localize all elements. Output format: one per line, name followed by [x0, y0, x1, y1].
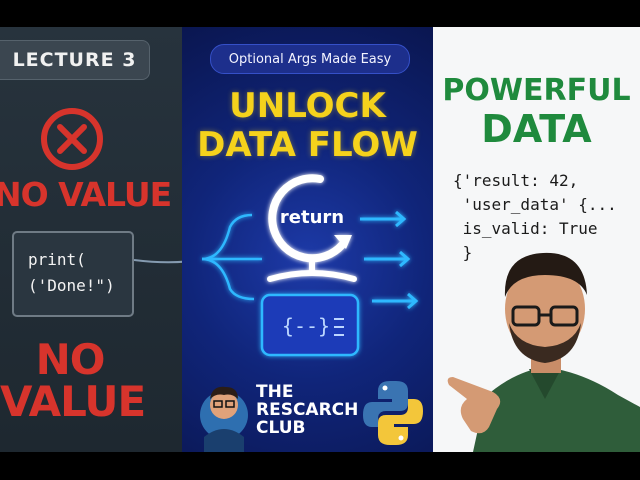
- data-flow-art: return {--}: [200, 174, 423, 452]
- subtitle-pill: Optional Args Made Easy: [210, 44, 410, 74]
- flow-lines: [201, 213, 262, 301]
- return-label: return: [280, 207, 344, 228]
- code-line: {'result: 42,: [453, 171, 579, 190]
- right-panel: POWERFUL DATA {'result: 42, 'user_data' …: [433, 27, 640, 452]
- return-loop-icon: [267, 174, 357, 282]
- dict-code-snippet: {'result: 42, 'user_data' {... is_valid:…: [453, 169, 617, 265]
- value-heading: VALUE: [0, 377, 146, 426]
- middle-panel: Optional Args Made Easy UNLOCK DATA FLOW: [182, 27, 433, 452]
- code-line: }: [453, 243, 473, 262]
- brand-line: THE: [256, 382, 294, 402]
- code-block-icon: {--}: [260, 293, 360, 357]
- pointing-hand-icon: [447, 377, 501, 434]
- print-code-box: print( ('Done!"): [12, 231, 134, 317]
- brand-line: RESCARCH: [256, 400, 359, 420]
- lecture-badge: LECTURE 3: [0, 40, 150, 80]
- brand-line: CLUB: [256, 418, 306, 438]
- code-line: 'user_data' {...: [453, 195, 617, 214]
- thumbnail: LECTURE 3 NO VALUE print( ('Done!") NO V…: [0, 27, 640, 452]
- headline-line-1: UNLOCK: [229, 86, 386, 126]
- data-heading: DATA: [481, 107, 592, 151]
- python-logo-icon: [363, 381, 423, 445]
- code-line: is_valid: True: [453, 219, 598, 238]
- no-value-heading: NO VALUE: [0, 175, 172, 214]
- svg-text:{--}: {--}: [282, 314, 330, 338]
- powerful-heading: POWERFUL: [442, 73, 631, 108]
- arrow-icon: [360, 210, 419, 310]
- x-circle-icon: [41, 108, 103, 170]
- left-panel: LECTURE 3 NO VALUE print( ('Done!") NO V…: [0, 27, 182, 452]
- brand-name: THE RESCARCH CLUB: [256, 383, 358, 437]
- print-line: ('Done!"): [28, 276, 115, 295]
- presenter-photo: [447, 252, 640, 452]
- headline-line-2: DATA FLOW: [197, 125, 418, 165]
- avatar-icon: [200, 386, 248, 452]
- no-heading: NO: [35, 335, 106, 384]
- print-line: print(: [28, 250, 86, 269]
